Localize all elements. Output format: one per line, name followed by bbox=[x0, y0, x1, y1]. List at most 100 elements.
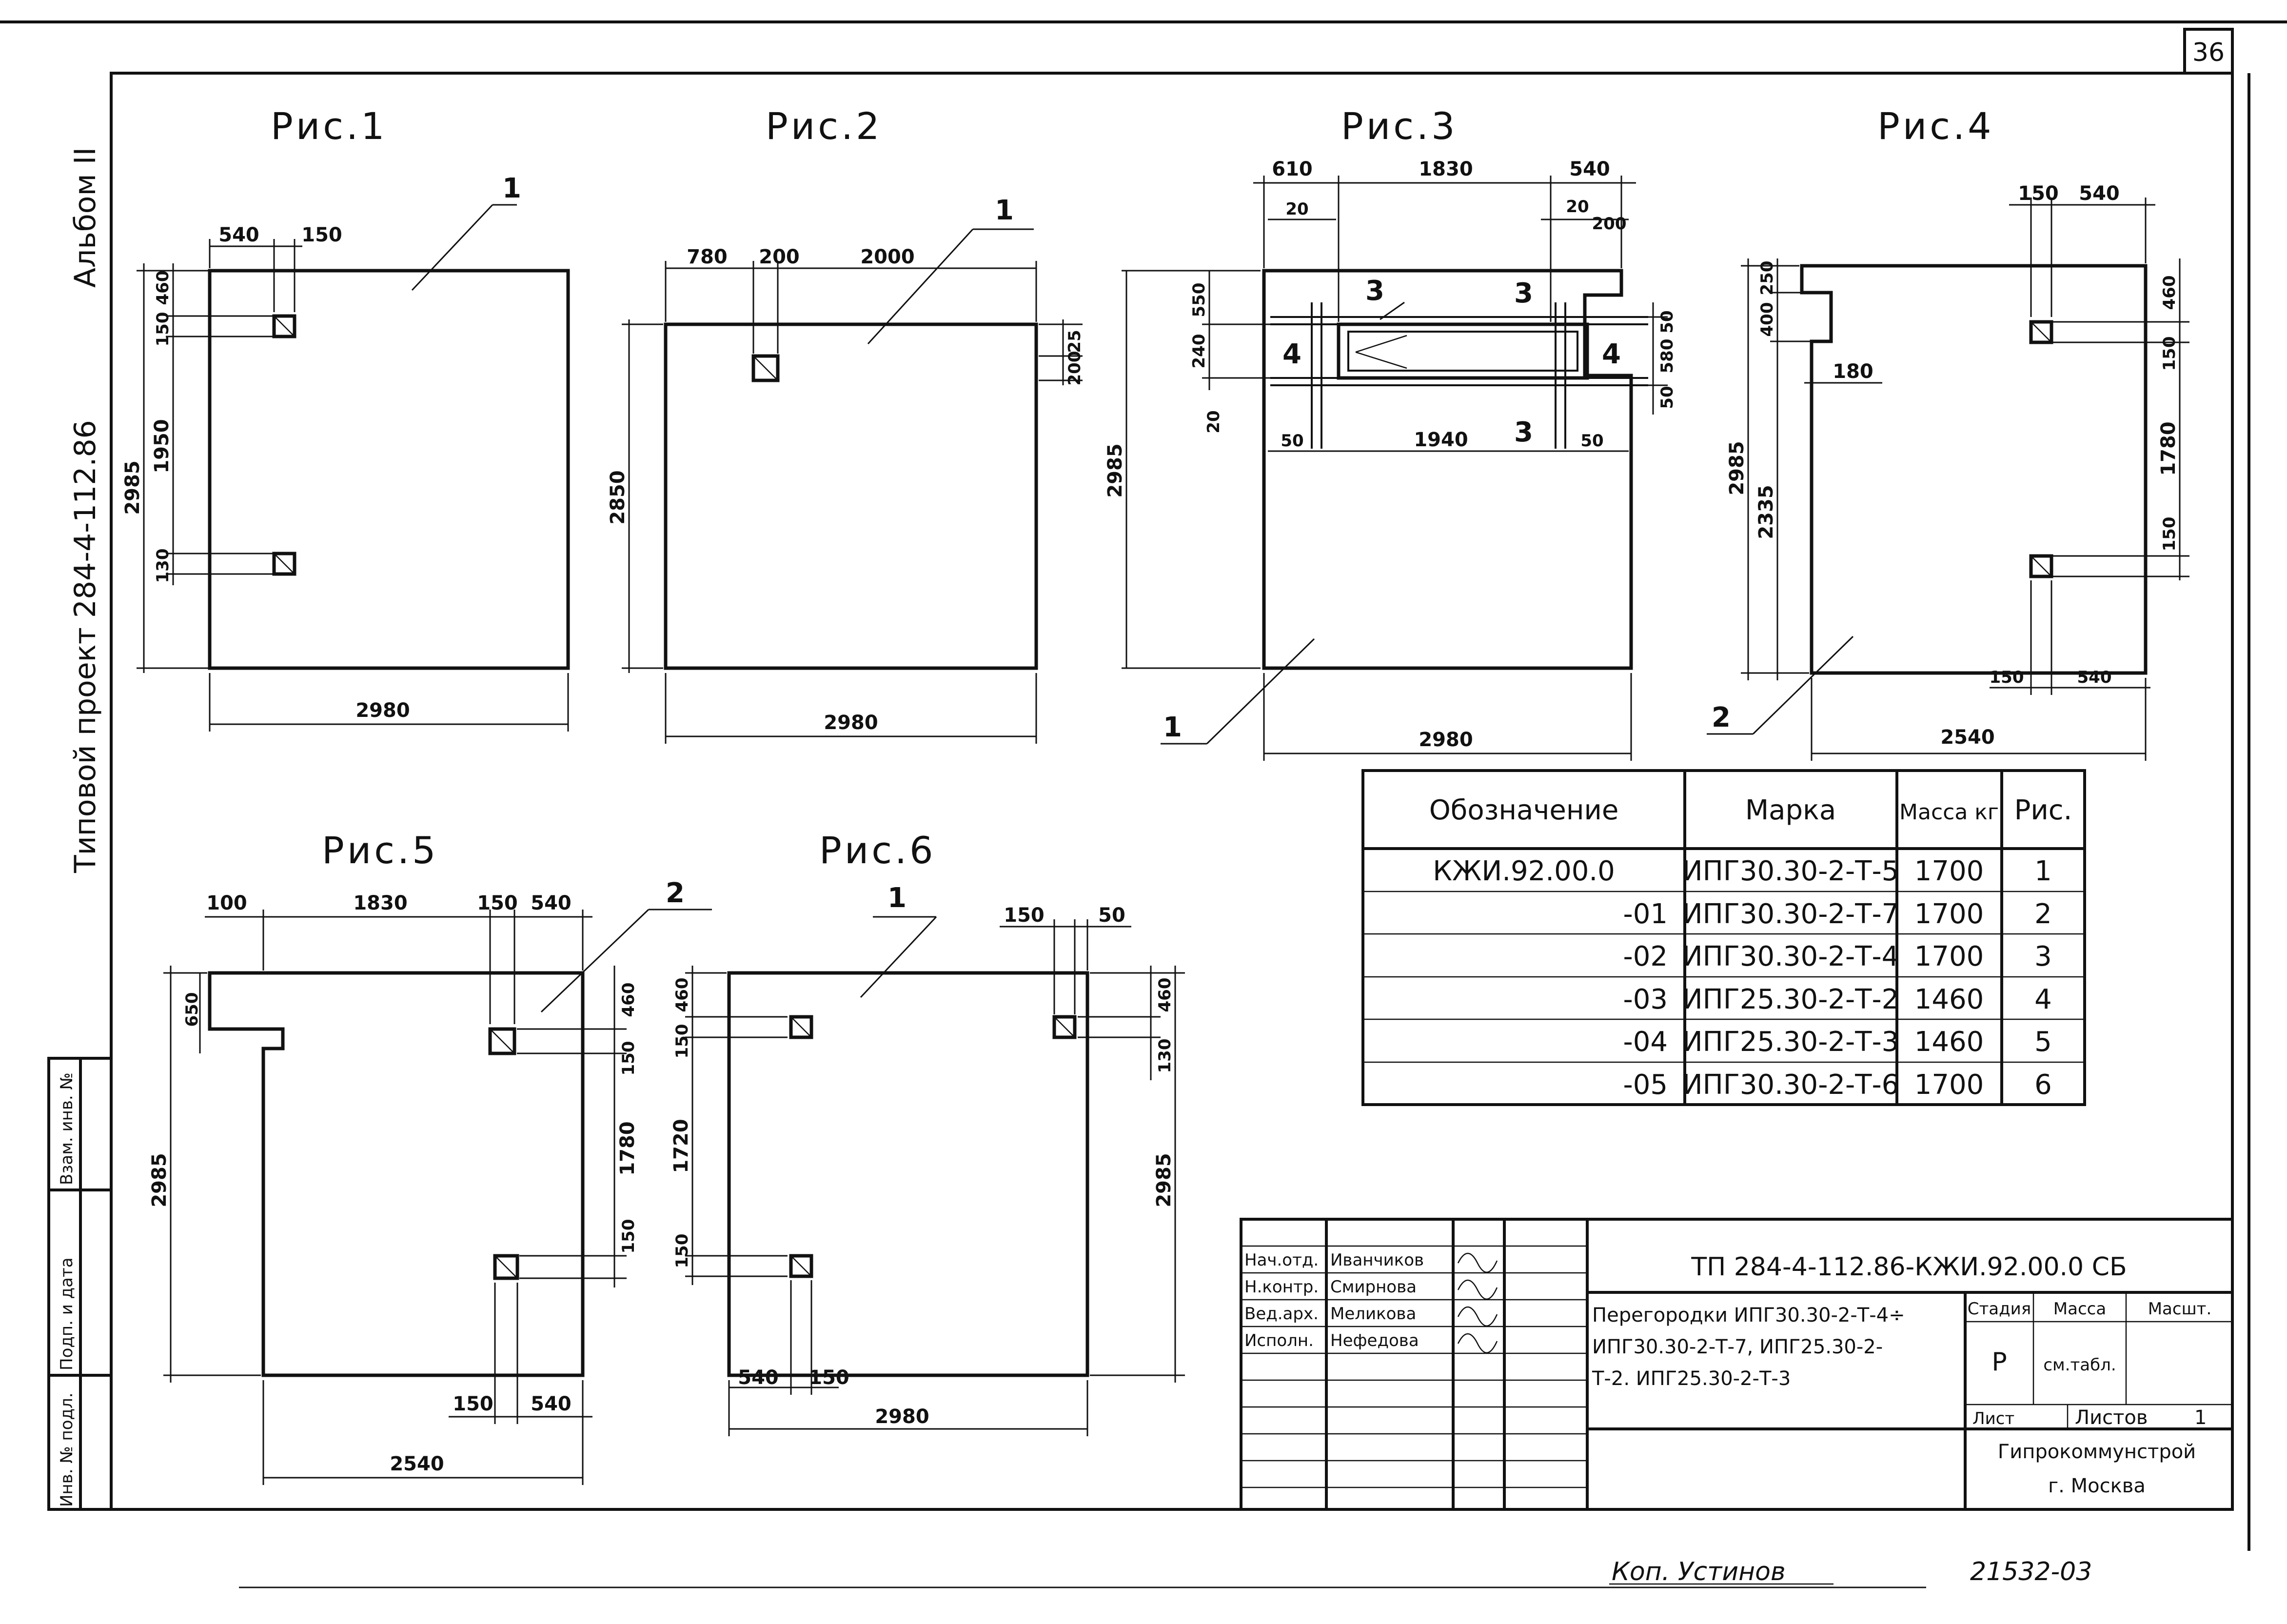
row-mark: ИПГ30.30-2-Т-5 bbox=[1682, 855, 1899, 887]
row-mark: ИПГ30.30-2-Т-4 bbox=[1682, 941, 1899, 972]
tb-sheets-value: 1 bbox=[2194, 1406, 2207, 1429]
row-mass: 1700 bbox=[1914, 898, 1984, 930]
figure-2-title: Рис.2 bbox=[766, 104, 883, 148]
dim-left-c: 1950 bbox=[151, 419, 173, 473]
dim-left-a: 400 bbox=[1757, 302, 1777, 337]
row-mark: ИПГ30.30-2-Т-6 bbox=[1682, 1069, 1899, 1101]
leader-label: 1 bbox=[502, 173, 521, 204]
row-mark: ИПГ25.30-2-Т-2 bbox=[1682, 984, 1899, 1015]
dim-right-c: 50 bbox=[1657, 386, 1677, 409]
dim-left-b: 460 bbox=[153, 271, 173, 305]
footer-signature: Коп. Устинов bbox=[1612, 1557, 1786, 1586]
panel-outline bbox=[1800, 264, 2148, 675]
dim-right-b: 150 bbox=[619, 1041, 638, 1076]
tb-role: Вед.арх. bbox=[1244, 1304, 1319, 1324]
row-mass: 1460 bbox=[1914, 1026, 1984, 1058]
dim-left-a: 460 bbox=[672, 978, 692, 1012]
tb-stage-label: Стадия bbox=[1968, 1299, 2031, 1319]
figure-3-title: Рис.3 bbox=[1341, 104, 1458, 148]
dim-right-b: 130 bbox=[1155, 1039, 1175, 1073]
opening-square bbox=[2029, 320, 2053, 344]
dim-right-b: 580 bbox=[1657, 339, 1677, 374]
sheet-number-box bbox=[2183, 28, 2234, 75]
row-mass: 1700 bbox=[1914, 941, 1984, 972]
leader-label: 1 bbox=[995, 195, 1014, 226]
footer-number: 21532-03 bbox=[1970, 1557, 2092, 1586]
dim-top-b: 150 bbox=[301, 224, 342, 246]
spec-table: Обозначение Марка Масса кг Рис. КЖИ.92.0… bbox=[1361, 769, 2086, 1106]
opening-square bbox=[789, 1254, 813, 1278]
table-row: -02 ИПГ30.30-2-Т-4 1700 3 bbox=[1623, 941, 2052, 972]
leader-label: 1 bbox=[1163, 712, 1182, 743]
table-header-code: Обозначение bbox=[1429, 794, 1619, 826]
panel-outline bbox=[208, 269, 570, 670]
figure-1: Рис.1 1 2980 540 150 2985 150 460 1950 bbox=[121, 104, 570, 732]
dim-top-a: 150 bbox=[1004, 904, 1045, 927]
table-header-fig: Рис. bbox=[2014, 794, 2072, 826]
dim-top-f: 200 bbox=[1592, 214, 1627, 234]
dim-left-a: 550 bbox=[1189, 283, 1209, 317]
tb-name: Нефедова bbox=[1330, 1331, 1419, 1350]
figure-6-title: Рис.6 bbox=[819, 829, 936, 872]
row-fig: 5 bbox=[2034, 1026, 2052, 1058]
dim-right-c: 1780 bbox=[616, 1121, 639, 1175]
figure-4: Рис.4 150 540 2985 2335 400 250 180 460 … bbox=[1707, 104, 2189, 761]
table-header-mark: Марка bbox=[1745, 794, 1836, 826]
dim-top-c: 2000 bbox=[860, 246, 914, 268]
tb-org-city: г. Москва bbox=[2048, 1475, 2146, 1497]
side-album-label: Альбом II bbox=[68, 147, 102, 288]
figure-6: Рис.6 1 150 50 460 150 1720 150 bbox=[670, 829, 1185, 1436]
side-stamp: Инв. № подл. Подп. и дата Взам. инв. № bbox=[47, 1057, 113, 1511]
tb-name: Смирнова bbox=[1330, 1277, 1417, 1297]
side-stamp-sign: Подп. и дата bbox=[57, 1257, 77, 1370]
tb-name: Иванчиков bbox=[1330, 1250, 1424, 1270]
dim-height: 2985 bbox=[121, 460, 144, 515]
row-code: КЖИ.92.00.0 bbox=[1433, 855, 1615, 887]
tb-role: Исполн. bbox=[1244, 1331, 1314, 1350]
row-mass: 1460 bbox=[1914, 984, 1984, 1015]
tb-description: Перегородки ИПГ30.30-2-Т-4÷ bbox=[1592, 1304, 1905, 1327]
row-fig: 2 bbox=[2034, 898, 2052, 930]
dim-bot-b: 150 bbox=[808, 1367, 849, 1389]
dim-top-c: 540 bbox=[1569, 158, 1610, 180]
dim-top-d: 540 bbox=[531, 892, 572, 914]
figure-3: Рис.3 3 3 3 4 4 610 1830 540 20 20 2 bbox=[1104, 104, 1677, 761]
dim-top-c: 150 bbox=[477, 892, 518, 914]
dim-left-a: 650 bbox=[182, 992, 202, 1027]
dim-bot-b: 540 bbox=[531, 1393, 572, 1415]
row-mass: 1700 bbox=[1914, 1069, 1984, 1101]
dim-bot-c: 50 bbox=[1580, 431, 1603, 451]
dim-top-b: 1830 bbox=[1419, 158, 1473, 180]
figure-2: Рис.2 1 780 200 2000 2850 200 25 2980 bbox=[607, 104, 1084, 744]
side-stamp-replace: Взам. инв. № bbox=[57, 1072, 77, 1185]
dim-height: 2985 bbox=[1726, 441, 1748, 495]
dim-width: 2540 bbox=[1940, 726, 1994, 749]
tb-stage-value: Р bbox=[1991, 1347, 2007, 1377]
dim-left-b: 150 bbox=[672, 1024, 692, 1059]
dim-right-a: 460 bbox=[1155, 978, 1175, 1012]
leader-label: 2 bbox=[1712, 702, 1731, 733]
opening-square bbox=[272, 314, 296, 338]
opening-square bbox=[789, 1015, 813, 1039]
dim-bot-b: 540 bbox=[2077, 668, 2112, 687]
dim-top-e: 20 bbox=[1566, 197, 1589, 217]
tb-role: Нач.отд. bbox=[1244, 1250, 1319, 1270]
dim-top-b: 50 bbox=[1098, 904, 1125, 927]
signature-mark bbox=[1457, 1252, 1498, 1354]
panel-outline bbox=[727, 971, 1089, 1377]
dim-right-a: 50 bbox=[1657, 310, 1677, 333]
tb-doc-code: ТП 284-4-112.86-КЖИ.92.00.0 СБ bbox=[1691, 1252, 2127, 1282]
dim-right-d: 150 bbox=[2160, 517, 2179, 552]
dim-height: 2985 bbox=[148, 1153, 171, 1207]
dim-right-a: 200 bbox=[1065, 351, 1084, 386]
dim-bot-a: 150 bbox=[1990, 668, 2024, 687]
dim-width: 2980 bbox=[1419, 729, 1473, 751]
figure-4-title: Рис.4 bbox=[1877, 104, 1994, 148]
table-row: КЖИ.92.00.0 ИПГ30.30-2-Т-5 1700 1 bbox=[1433, 855, 2052, 887]
dim-top-a: 540 bbox=[218, 224, 259, 246]
dim-right-a: 460 bbox=[2160, 276, 2179, 310]
dim-width: 2980 bbox=[355, 699, 410, 722]
dim-width: 2980 bbox=[875, 1406, 929, 1428]
hinge-mark bbox=[1355, 335, 1407, 369]
table-header-mass: Масса кг bbox=[1899, 800, 1999, 825]
